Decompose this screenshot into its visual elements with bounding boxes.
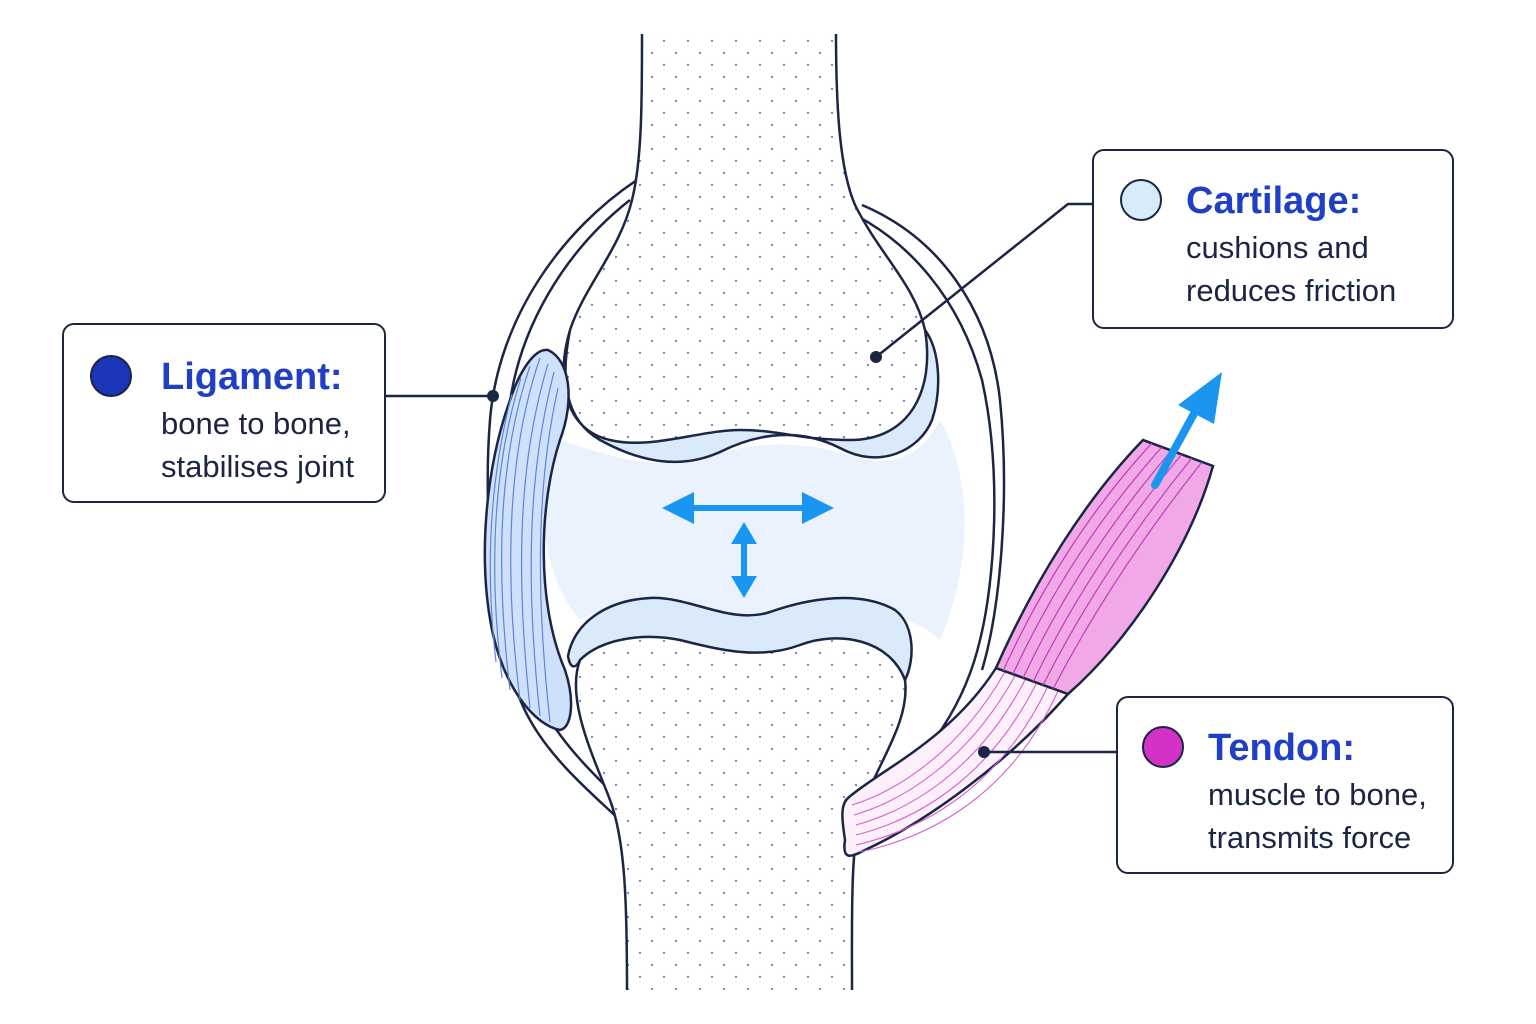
tendon xyxy=(841,666,1071,857)
cartilage-line-2: reduces friction xyxy=(1186,273,1397,308)
ligament-color-dot xyxy=(90,355,132,397)
lower-cartilage xyxy=(566,596,913,684)
lower-bone xyxy=(574,636,907,991)
leader-lines xyxy=(386,202,1116,754)
tendon-color-dot xyxy=(1142,726,1184,768)
tendon-leader-dot xyxy=(978,746,990,758)
tendon-description: muscle to bone, transmits force xyxy=(1208,773,1427,859)
cartilage-leader-dot xyxy=(870,351,882,363)
cartilage-description: cushions and reduces friction xyxy=(1186,226,1396,312)
tendon-line-1: muscle to bone, xyxy=(1208,777,1427,812)
ligament-title: Ligament: xyxy=(161,356,343,398)
cartilage-leader-line xyxy=(875,202,1092,358)
arrow-up-right-icon xyxy=(1151,372,1222,489)
tendon-title: Tendon: xyxy=(1208,727,1356,769)
upper-cartilage xyxy=(562,329,940,464)
ligament-line-2: stabilises joint xyxy=(161,449,354,484)
cartilage-title: Cartilage: xyxy=(1186,180,1362,222)
synovial-cavity xyxy=(543,420,965,640)
ligament-callout: Ligament: bone to bone, stabilises joint xyxy=(62,323,386,503)
tendon-line-2: transmits force xyxy=(1208,820,1412,855)
cartilage-line-1: cushions and xyxy=(1186,230,1369,265)
double-headed-arrows-icon xyxy=(662,492,834,598)
ligament-description: bone to bone, stabilises joint xyxy=(161,402,354,488)
cartilage-callout: Cartilage: cushions and reduces friction xyxy=(1092,149,1454,329)
upper-bone xyxy=(563,33,927,443)
cartilage-color-dot xyxy=(1120,179,1162,221)
muscle xyxy=(994,438,1215,696)
ligament-line-1: bone to bone, xyxy=(161,406,351,441)
ligament xyxy=(483,348,573,732)
ligament-leader-dot xyxy=(487,390,499,402)
tendon-callout: Tendon: muscle to bone, transmits force xyxy=(1116,696,1454,874)
